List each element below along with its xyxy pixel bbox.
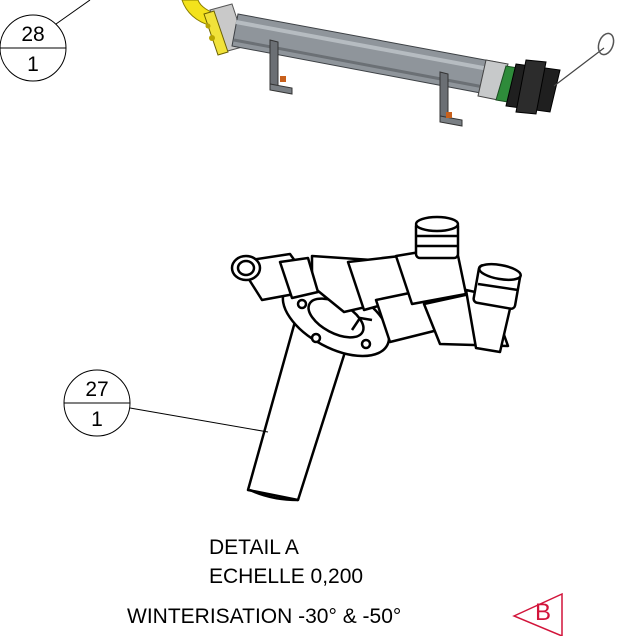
- manifold-detail: [230, 215, 522, 502]
- balloon-27: [63, 369, 269, 437]
- revision-letter: B: [535, 599, 552, 626]
- balloon-28-item: 28: [21, 23, 45, 46]
- detail-title: DETAIL A: [209, 536, 299, 559]
- balloon-28-qty: 1: [27, 53, 39, 76]
- balloon-28: [0, 0, 91, 82]
- elbow-fitting: [422, 262, 522, 354]
- pipe-assembly: [181, 0, 615, 127]
- elbow-fitting: [394, 215, 468, 306]
- balloon-27-item: 27: [85, 378, 109, 401]
- lanyard-cable: [553, 47, 605, 87]
- detail-scale: ECHELLE 0,200: [209, 565, 364, 588]
- inlet-fitting: [230, 252, 320, 302]
- variant-label: WINTERISATION -30° & -50°: [127, 605, 402, 628]
- pipe-bracket: [269, 39, 293, 95]
- lanyard-ring: [597, 32, 615, 56]
- balloon-27-qty: 1: [91, 408, 103, 431]
- revision-marker: [512, 592, 563, 636]
- pipe-bracket: [439, 71, 463, 127]
